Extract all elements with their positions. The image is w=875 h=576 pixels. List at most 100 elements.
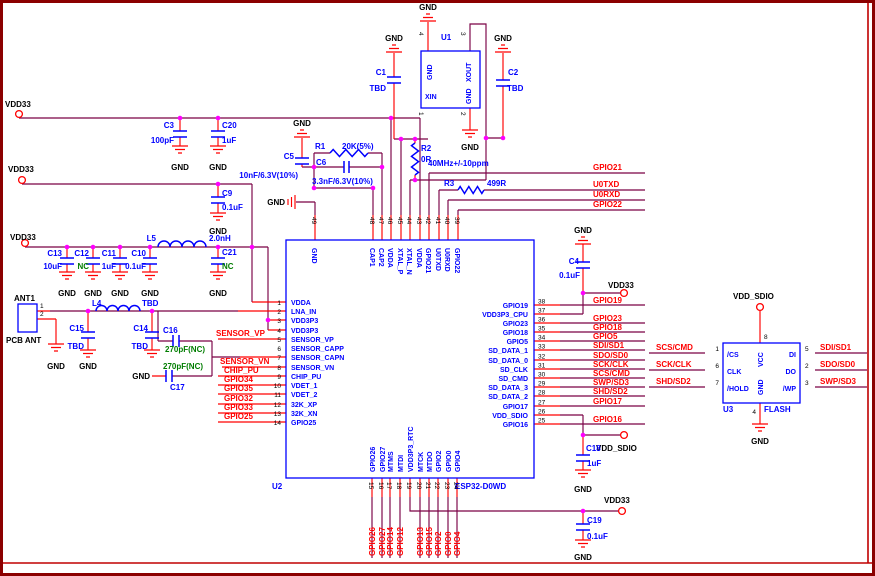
- gnd-label: GND: [574, 485, 592, 494]
- gnd-label: GND: [79, 362, 97, 371]
- net-label: CHIP_PU: [224, 366, 259, 375]
- u2-pin-name: VDET_2: [291, 392, 318, 399]
- wire-junction-dot: [580, 432, 586, 438]
- wire-junction-dot: [370, 185, 376, 191]
- gnd-label: GND: [293, 119, 311, 128]
- part-refdes: C14: [133, 324, 148, 333]
- component-shapes: [17, 50, 801, 531]
- part-refdes: L4: [92, 299, 102, 308]
- wire-junction-dot: [580, 290, 586, 296]
- u3-pin-number: 2: [805, 363, 809, 370]
- gnd-label: GND: [267, 198, 285, 207]
- vdd-sdio-port-label: VDD_SDIO: [596, 444, 637, 453]
- part-refdes: R2: [421, 144, 432, 153]
- u3-pin-name: /CS: [727, 352, 739, 359]
- u2-pin-number: 10: [274, 383, 282, 390]
- net-label: SDI/SD1: [820, 343, 852, 352]
- net-label: GPIO35: [224, 384, 253, 393]
- u2-pin-name: VDET_1: [291, 383, 318, 390]
- part-refdes: C20: [222, 121, 237, 130]
- crystal-u1-outline: [420, 50, 481, 109]
- u2-pin-name: SD_CLK: [500, 367, 528, 374]
- pin-number: 2: [459, 112, 466, 116]
- u2-pin-number: 40: [443, 217, 450, 225]
- labels: VDD33VDD33VDD33VDD33VDD33VDD_SDIOVDD_SDI…: [5, 3, 857, 562]
- wire-junction-dot: [483, 135, 489, 141]
- power-wires-and-grounds: [37, 13, 768, 548]
- u2-pin-name: GPIO16: [503, 422, 528, 429]
- wire-junction-dot: [398, 136, 404, 142]
- ant1-refdes: ANT1: [14, 294, 35, 303]
- pin-number: 1: [417, 112, 424, 116]
- wire-junction-dot: [85, 308, 91, 314]
- u2-pin-name: SD_DATA_0: [488, 358, 528, 365]
- u2-pin-number: 15: [367, 482, 374, 490]
- wire-junction-dot: [249, 244, 255, 250]
- u2-pin-number: 2: [277, 309, 281, 316]
- part-value: 1uF: [102, 262, 116, 271]
- power-port-circle: [619, 288, 629, 298]
- net-label: SHD/SD2: [593, 387, 628, 396]
- u2-pin-name: CAP1: [368, 248, 375, 267]
- u2-pin-number: 46: [386, 217, 393, 225]
- net-label: SDI/SD1: [593, 341, 625, 350]
- u2-pin-number: 43: [415, 217, 422, 225]
- u2-pin-name: SD_DATA_3: [488, 385, 528, 392]
- part-refdes: R1: [315, 142, 326, 151]
- u2-pin-number: 17: [385, 482, 392, 490]
- u2-pin-name: GPIO22: [453, 248, 460, 273]
- u2-pin-name: GPIO17: [503, 404, 528, 411]
- u2-pin-number: 49: [310, 217, 317, 225]
- u2-pin-number: 4: [277, 328, 281, 335]
- ant1-outline: [17, 303, 38, 333]
- part-refdes: C12: [74, 249, 89, 258]
- gnd-label: GND: [209, 227, 227, 236]
- u3-pin-name: DO: [786, 369, 797, 376]
- u2-pin-number: 22: [433, 482, 440, 490]
- gnd-label: GND: [47, 362, 65, 371]
- u2-pin-name: GPIO4: [455, 450, 462, 472]
- vdd33-port-label: VDD33: [8, 165, 34, 174]
- u2-refdes: U2: [272, 482, 283, 491]
- u2-pin-name: VDD3P3: [291, 318, 318, 325]
- vdd33-port-label: VDD33: [608, 281, 634, 290]
- u2-pin-name: VDD_SDIO: [492, 413, 528, 420]
- net-label: GPIO22: [593, 200, 622, 209]
- part-value: 0.1uF: [222, 203, 243, 212]
- part-refdes: C17: [170, 383, 185, 392]
- net-label: GPIO5: [593, 332, 618, 341]
- pin-number: 2: [40, 311, 44, 318]
- u2-pin-name: GPIO18: [503, 330, 528, 337]
- vdd33-port-label: VDD33: [604, 496, 630, 505]
- net-label: GPIO12: [396, 527, 405, 556]
- power-port-circle: [617, 506, 627, 516]
- gnd-label: GND: [132, 372, 150, 381]
- u2-pin-number: 23: [443, 482, 450, 490]
- pin-number: 4: [417, 32, 424, 36]
- power-port-circles: [14, 109, 765, 516]
- net-label: GPIO15: [425, 527, 434, 556]
- gnd-label: GND: [751, 437, 769, 446]
- u2-pin-name: CAP2: [377, 248, 384, 267]
- u2-pin-number: 30: [538, 372, 546, 379]
- wire-junction-dot: [149, 308, 155, 314]
- u2-pin-number: 24: [452, 482, 459, 490]
- u2-pin-name: CHIP_PU: [291, 374, 321, 381]
- u2-pin-name: GPIO19: [503, 303, 528, 310]
- u2-pin-number: 33: [538, 344, 546, 351]
- u2-pin-number: 8: [277, 365, 281, 372]
- net-label: SENSOR_VP: [216, 329, 266, 338]
- u2-pin-name: MTCK: [418, 452, 425, 472]
- u2-pin-name: SENSOR_VN: [291, 365, 334, 372]
- u2-pin-number: 48: [368, 217, 375, 225]
- part-value: 20K(5%): [342, 142, 374, 151]
- u2-pin-name: GPIO27: [380, 447, 387, 472]
- net-label: GPIO0: [444, 531, 453, 556]
- u2-pin-number: 21: [424, 482, 431, 490]
- net-label: GPIO34: [224, 375, 253, 384]
- vdd-sdio-port-label: VDD_SDIO: [733, 292, 774, 301]
- u2-pin-name: VDD3P3_CPU: [482, 312, 528, 319]
- part-value: 100pF: [151, 136, 174, 145]
- gnd-label: GND: [58, 289, 76, 298]
